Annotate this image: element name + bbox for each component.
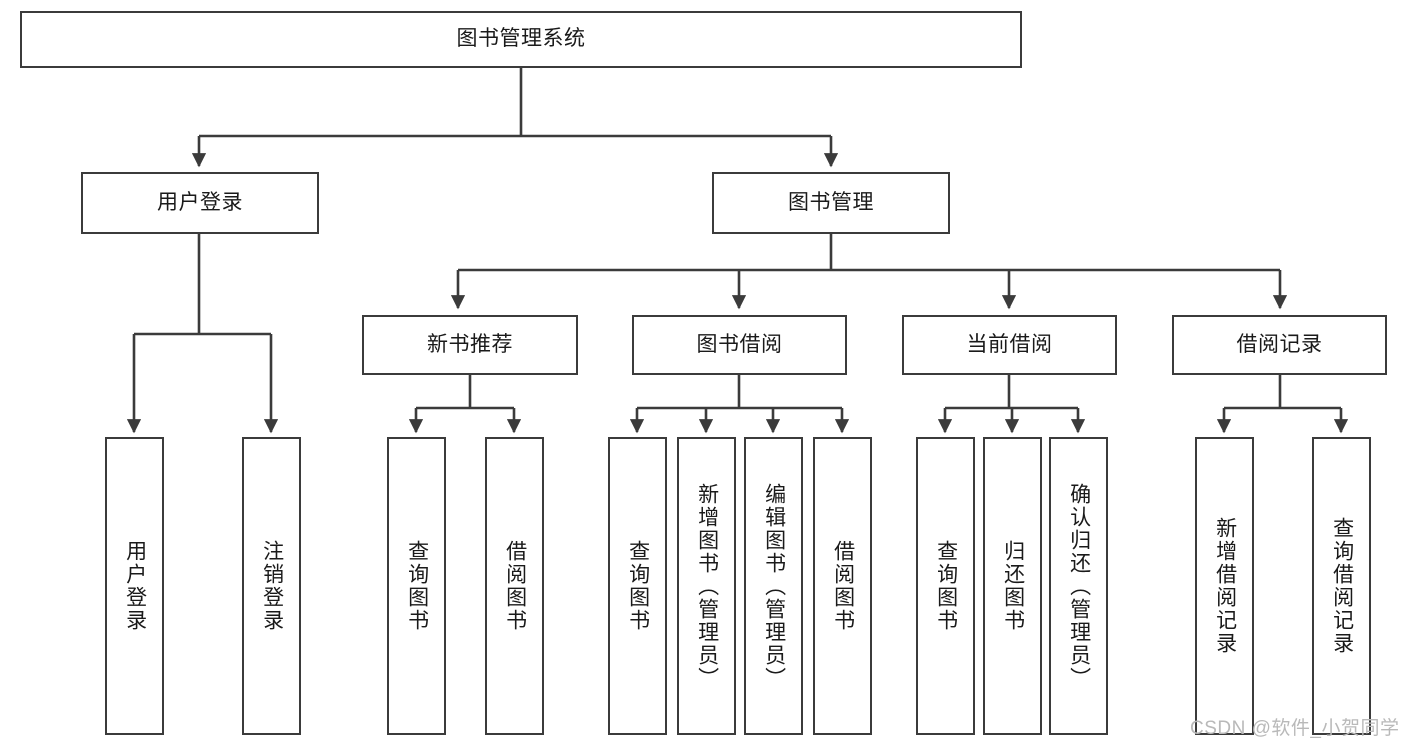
node-leaf-query-borrow-record[interactable]: 查询借阅记录: [1312, 437, 1371, 735]
node-borrowing-records[interactable]: 借阅记录: [1172, 315, 1387, 375]
node-leaf-add-borrow-record[interactable]: 新增借阅记录: [1195, 437, 1254, 735]
watermark-csdn: CSDN @软件_小贺同学: [1190, 718, 1400, 739]
node-leaf-user-login[interactable]: 用户登录: [105, 437, 164, 735]
node-leaf-query-book-current[interactable]: 查询图书: [916, 437, 975, 735]
node-label: 新增借阅记录: [1213, 517, 1237, 655]
node-label: 编辑图书（管理员）: [762, 482, 786, 690]
node-label: 注销登录: [260, 540, 284, 632]
node-new-book-recommendation[interactable]: 新书推荐: [362, 315, 578, 375]
node-book-management[interactable]: 图书管理: [712, 172, 950, 234]
node-label: 用户登录: [157, 190, 243, 214]
node-label: 归还图书: [1001, 540, 1025, 632]
node-label: 图书借阅: [696, 332, 783, 356]
node-label: 查询图书: [626, 540, 650, 632]
node-label: 查询图书: [934, 540, 958, 632]
node-current-borrowing[interactable]: 当前借阅: [902, 315, 1117, 375]
node-label: 图书管理系统: [456, 27, 586, 51]
node-leaf-borrow-book-recommend[interactable]: 借阅图书: [485, 437, 544, 735]
node-label: 新增图书（管理员）: [695, 482, 719, 690]
node-root-book-management-system[interactable]: 图书管理系统: [20, 11, 1022, 68]
node-label: 用户登录: [123, 540, 147, 632]
node-label: 借阅图书: [831, 540, 855, 632]
node-label: 图书管理: [788, 190, 874, 214]
node-leaf-query-book-recommend[interactable]: 查询图书: [387, 437, 446, 735]
node-leaf-return-book[interactable]: 归还图书: [983, 437, 1042, 735]
node-leaf-add-book-admin[interactable]: 新增图书（管理员）: [677, 437, 736, 735]
node-leaf-edit-book-admin[interactable]: 编辑图书（管理员）: [744, 437, 803, 735]
node-leaf-logout[interactable]: 注销登录: [242, 437, 301, 735]
node-label: 确认归还（管理员）: [1067, 482, 1091, 690]
node-label: 查询图书: [405, 540, 429, 632]
node-label: 借阅记录: [1236, 332, 1323, 356]
node-user-login[interactable]: 用户登录: [81, 172, 319, 234]
node-leaf-borrow-book[interactable]: 借阅图书: [813, 437, 872, 735]
node-book-borrowing[interactable]: 图书借阅: [632, 315, 847, 375]
node-leaf-confirm-return-admin[interactable]: 确认归还（管理员）: [1049, 437, 1108, 735]
node-leaf-query-book-borrow[interactable]: 查询图书: [608, 437, 667, 735]
node-label: 新书推荐: [427, 332, 513, 356]
node-label: 借阅图书: [503, 540, 527, 632]
node-label: 当前借阅: [966, 332, 1053, 356]
node-label: 查询借阅记录: [1330, 517, 1354, 655]
